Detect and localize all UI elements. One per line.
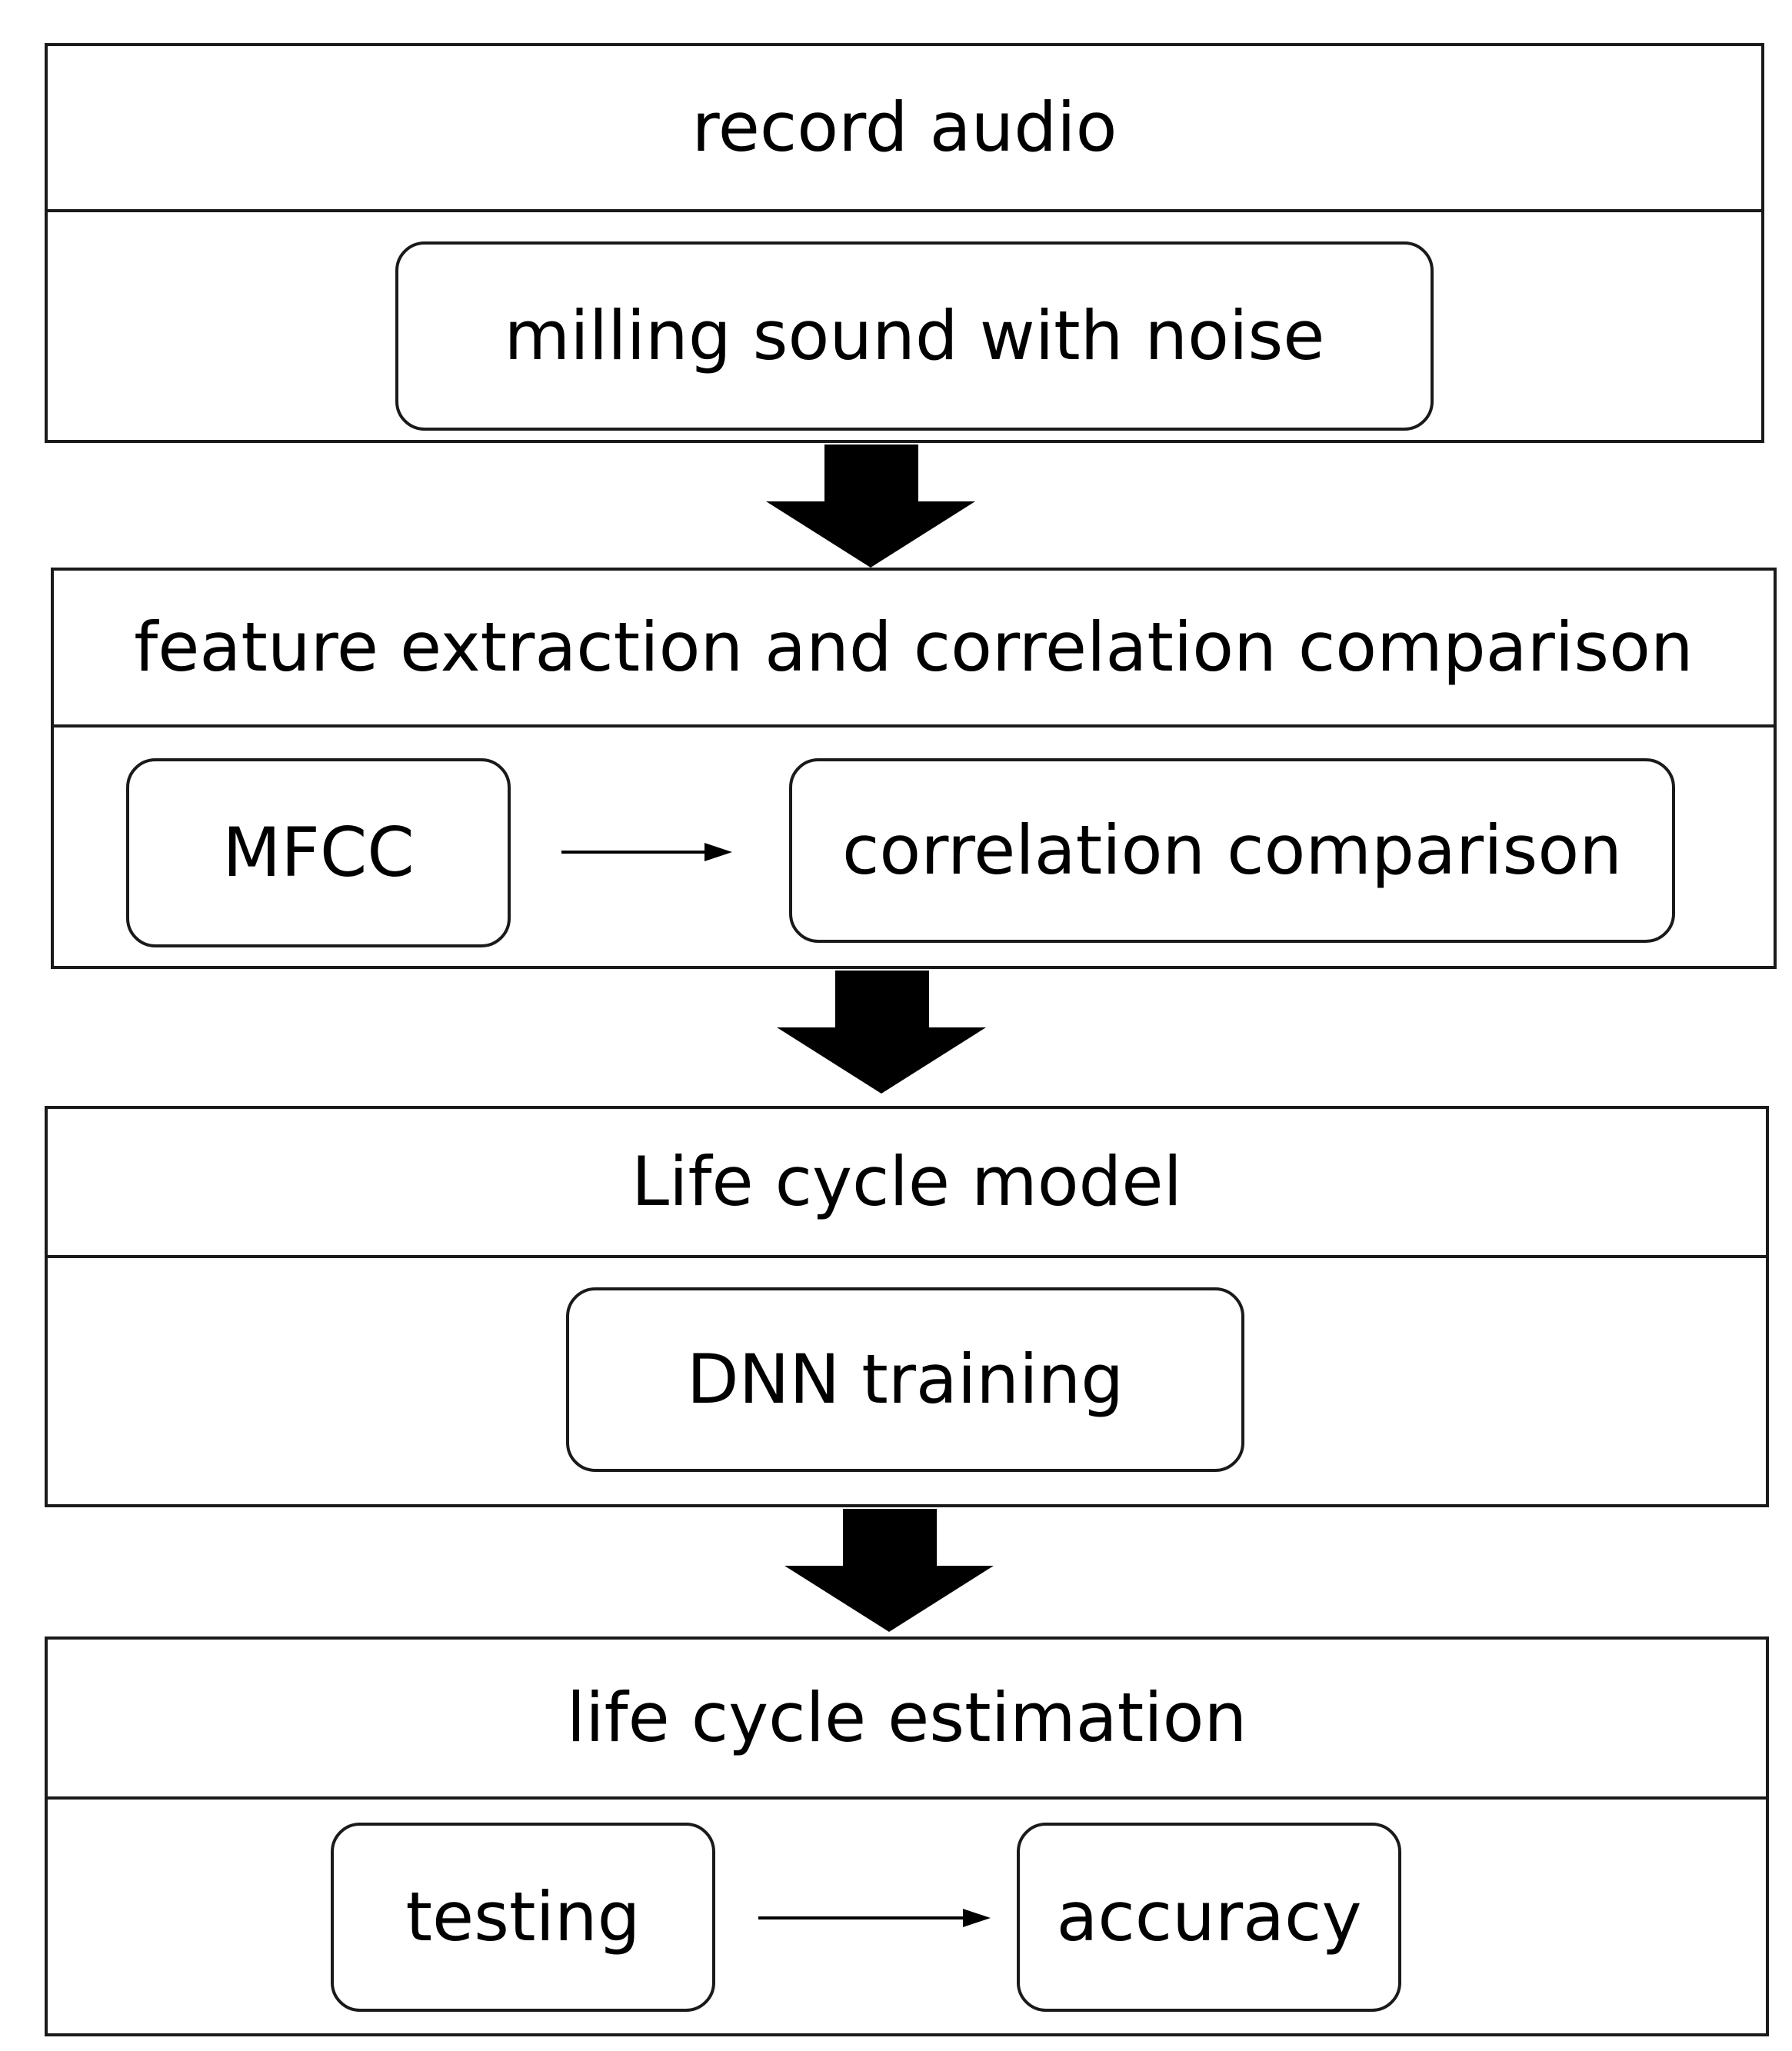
down-block-arrow-icon [784, 1509, 994, 1632]
stage-body: milling sound with noise [48, 212, 1761, 440]
node-testing: testing [331, 1823, 715, 2012]
flowchart: record audio milling sound with noise fe… [45, 17, 1777, 2036]
node-accuracy: accuracy [1017, 1823, 1401, 2012]
down-block-arrow-icon [766, 444, 975, 568]
right-arrow-icon [561, 843, 732, 861]
stage-body: DNN training [48, 1258, 1766, 1504]
stage-title: feature extraction and correlation compa… [54, 571, 1774, 728]
node-correlation-comparison: correlation comparison [789, 758, 1675, 943]
stage-body: testing accuracy [48, 1800, 1766, 2033]
stage-title: Life cycle model [48, 1109, 1766, 1258]
stage-record-audio: record audio milling sound with noise [45, 43, 1764, 443]
node-dnn-training: DNN training [566, 1287, 1244, 1472]
stage-life-cycle-model: Life cycle model DNN training [45, 1106, 1769, 1507]
right-arrow-icon [758, 1909, 991, 1927]
down-block-arrow-icon [777, 971, 986, 1094]
stage-life-cycle-estimation: life cycle estimation testing accuracy [45, 1636, 1769, 2036]
stage-feature-extraction: feature extraction and correlation compa… [51, 568, 1777, 969]
stage-body: MFCC correlation comparison [54, 728, 1774, 966]
stage-title: record audio [48, 46, 1761, 212]
node-mfcc: MFCC [126, 758, 511, 947]
stage-title: life cycle estimation [48, 1640, 1766, 1800]
node-milling-sound: milling sound with noise [395, 241, 1434, 431]
